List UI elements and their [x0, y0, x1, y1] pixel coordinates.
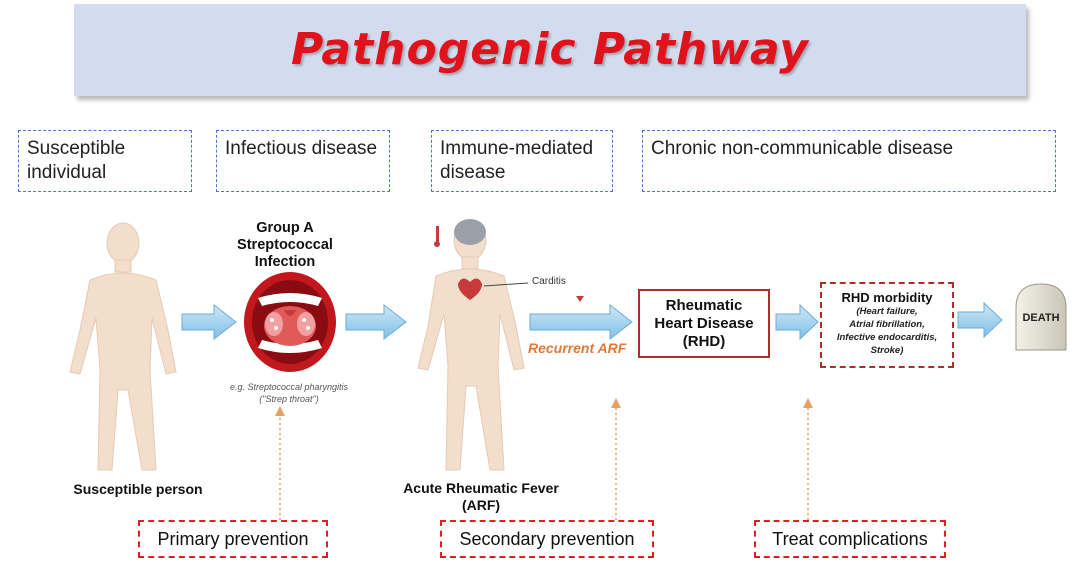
arrow-3 [529, 303, 633, 341]
rhd-morbidity-box: RHD morbidity (Heart failure, Atrial fib… [820, 282, 954, 368]
treat-complications-box: Treat complications [754, 520, 946, 558]
strep-caption-1: e.g. Streptococcal pharyngitis [229, 382, 349, 392]
person-label: Susceptible person [73, 481, 203, 497]
arrowhead-primary [275, 406, 285, 416]
death-label: DEATH [1022, 312, 1060, 324]
morbidity-title: RHD morbidity [841, 290, 933, 305]
stage-infectious: Infectious disease [216, 130, 390, 192]
arrowhead-treat [803, 398, 813, 408]
tombstone-icon [1015, 283, 1067, 351]
morbidity-detail-2: Atrial fibrillation, [849, 319, 925, 330]
arrow-2 [345, 303, 407, 341]
arf-body-figure [417, 219, 525, 471]
heart-icon [458, 278, 482, 300]
recurrent-arf-label: Recurrent ARF [528, 340, 627, 356]
rhd-line-2: Heart Disease [654, 314, 754, 332]
arf-label: Acute Rheumatic Fever (ARF) [403, 480, 559, 513]
susceptible-person-figure [69, 222, 177, 471]
prevention-arrows [279, 404, 809, 520]
arrow-5 [957, 301, 1003, 339]
strep-caption-2: ("Strep throat") [259, 394, 319, 404]
stage-chronic: Chronic non-communicable disease [642, 130, 1056, 192]
thermometer-icon [436, 226, 439, 244]
primary-prevention-box: Primary prevention [138, 520, 328, 558]
rhd-line-3: (RHD) [682, 332, 726, 350]
stage-immune: Immune-mediated disease [431, 130, 613, 192]
carditis-label: Carditis [532, 276, 566, 287]
page-title: Pathogenic Pathway [290, 24, 809, 75]
arrowhead-secondary [611, 398, 621, 408]
arrow-1 [181, 303, 237, 341]
brain-icon [454, 219, 486, 245]
small-arrow-icon [576, 296, 584, 302]
strep-throat-figure [244, 272, 336, 372]
secondary-prevention-box: Secondary prevention [440, 520, 654, 558]
morbidity-detail-4: Stroke) [870, 345, 904, 356]
rhd-box: Rheumatic Heart Disease (RHD) [638, 289, 770, 358]
strep-label: Group A Streptococcal Infection [237, 220, 333, 270]
rhd-line-1: Rheumatic [665, 296, 743, 314]
morbidity-detail-3: Infective endocarditis, [836, 332, 938, 343]
arrow-4 [775, 303, 819, 341]
morbidity-detail-1: (Heart failure, [856, 306, 918, 317]
title-banner [74, 4, 1026, 96]
stage-susceptible: Susceptible individual [18, 130, 192, 192]
